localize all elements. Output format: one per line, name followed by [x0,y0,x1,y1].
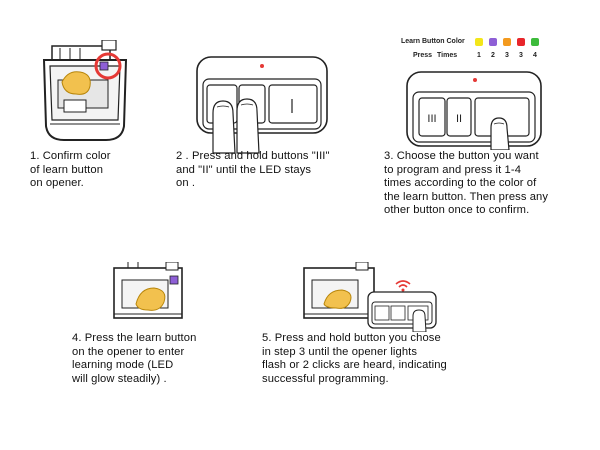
legend-times-label: Times [437,52,458,59]
step4-opener-illustration [108,262,188,324]
press-count: 3 [505,52,509,59]
step4-caption: 4. Press the learn button on the opener … [72,332,197,385]
step2-remote-illustration [195,55,330,155]
remote-button-label: II [456,113,462,125]
step1-caption: 1. Confirm color of learn button on open… [30,150,111,190]
step1-opener-illustration [40,40,135,150]
press-count: 2 [491,52,495,59]
step5-caption: 5. Press and hold button you chose in st… [262,332,447,385]
color-swatch-green [531,38,539,46]
color-swatch-orange [503,38,511,46]
step3-remote-illustration: III II [405,70,545,150]
press-count: 1 [477,52,481,59]
remote-button-label: III [427,113,436,125]
learn-button-color-legend: Learn Button Color Press Times 1 2 3 3 4 [395,38,575,64]
color-swatch-purple [489,38,497,46]
press-count: 4 [533,52,537,59]
color-swatch-yellow [475,38,483,46]
step3-caption: 3. Choose the button you want to program… [384,150,549,217]
legend-title: Learn Button Color [401,38,465,45]
step5-opener-remote-illustration [300,262,440,332]
press-count: 3 [519,52,523,59]
color-swatch-red [517,38,525,46]
step2-caption: 2 . Press and hold buttons "III" and "II… [176,150,330,190]
legend-press-label: Press [413,52,433,59]
